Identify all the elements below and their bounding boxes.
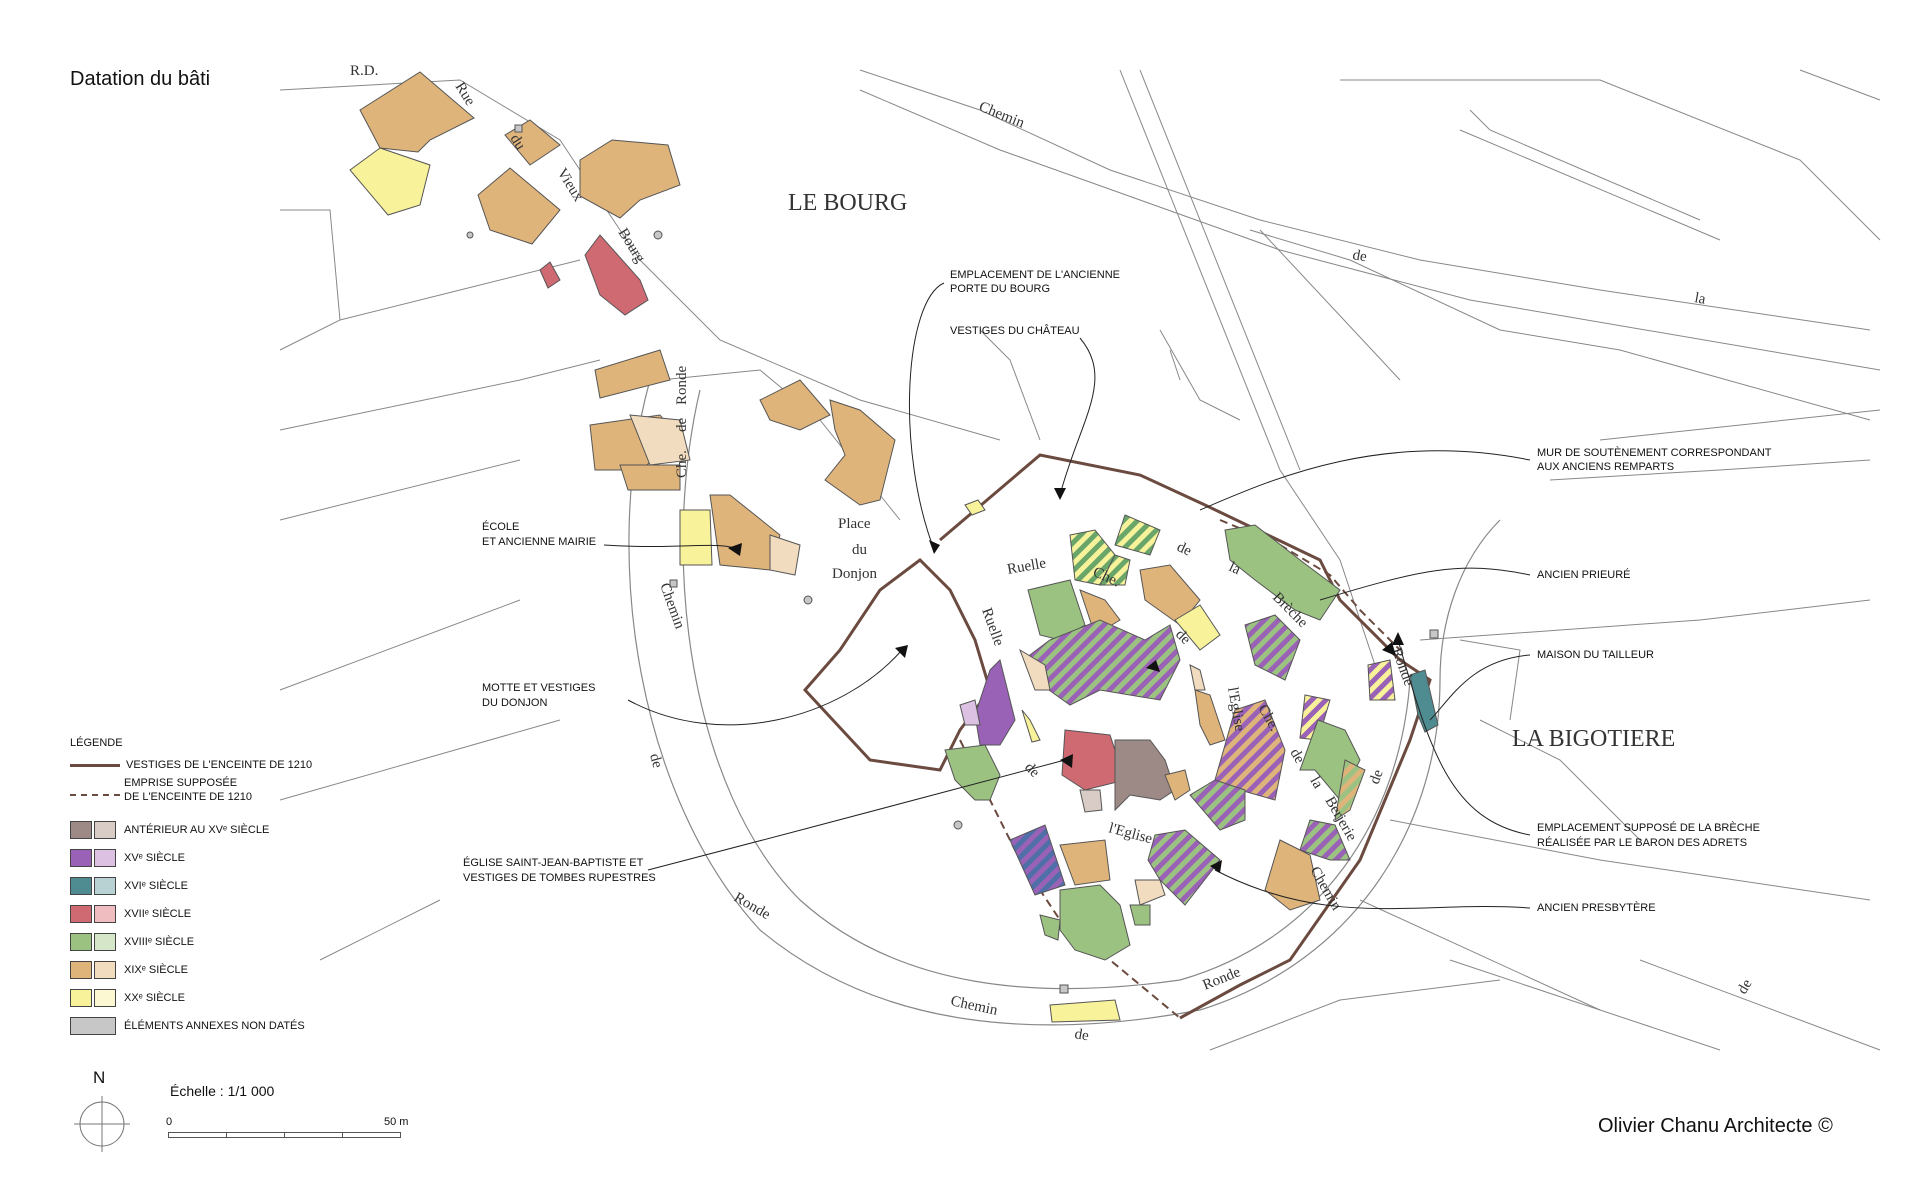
svg-text:ÉGLISE SAINT-JEAN-BAPTISTE ET: ÉGLISE SAINT-JEAN-BAPTISTE ET bbox=[463, 856, 644, 869]
svg-text:R.D.: R.D. bbox=[350, 63, 378, 79]
leader-lines bbox=[603, 282, 1531, 910]
svg-text:de: de bbox=[1073, 1026, 1090, 1044]
svg-text:ET ANCIENNE MAIRIE: ET ANCIENNE MAIRIE bbox=[482, 536, 596, 548]
legend-swatch-dark bbox=[70, 849, 92, 867]
legend-item: XXᵉ SIÈCLE bbox=[70, 988, 185, 1008]
svg-text:PORTE DU BOURG: PORTE DU BOURG bbox=[950, 283, 1050, 295]
legend-item-label: XXᵉ SIÈCLE bbox=[124, 992, 185, 1004]
svg-text:de: de bbox=[1367, 767, 1387, 786]
svg-text:DU DONJON: DU DONJON bbox=[482, 697, 547, 709]
svg-text:MAISON DU TAILLEUR: MAISON DU TAILLEUR bbox=[1537, 649, 1654, 661]
legend-swatch-light bbox=[94, 849, 116, 867]
legend-swatch-light bbox=[94, 961, 116, 979]
legend-item-label: ANTÉRIEUR AU XVᵉ SIÈCLE bbox=[124, 824, 270, 836]
svg-text:de: de bbox=[674, 418, 690, 433]
svg-text:MUR DE SOUTÈNEMENT CORRESPONDA: MUR DE SOUTÈNEMENT CORRESPONDANT bbox=[1537, 446, 1772, 459]
svg-text:ÉCOLE: ÉCOLE bbox=[482, 520, 519, 533]
legend-swatch-light bbox=[94, 877, 116, 895]
svg-text:ANCIEN PRIEURÉ: ANCIEN PRIEURÉ bbox=[1537, 568, 1631, 581]
svg-text:Ronde: Ronde bbox=[731, 890, 773, 924]
svg-text:Ruelle: Ruelle bbox=[1006, 555, 1048, 578]
svg-text:Ronde: Ronde bbox=[1201, 964, 1244, 994]
legend-swatch-light bbox=[94, 933, 116, 951]
scale-end: 50 m bbox=[384, 1116, 409, 1128]
svg-text:du: du bbox=[852, 542, 868, 558]
legend-title: LÉGENDE bbox=[70, 737, 123, 749]
svg-text:VESTIGES DE TOMBES RUPESTRES: VESTIGES DE TOMBES RUPESTRES bbox=[463, 872, 656, 884]
legend-enceinte-label: VESTIGES DE L'ENCEINTE DE 1210 bbox=[126, 759, 313, 771]
svg-text:ANCIEN PRESBYTÈRE: ANCIEN PRESBYTÈRE bbox=[1537, 901, 1656, 914]
svg-text:de: de bbox=[1174, 539, 1194, 560]
legend-item: XIXᵉ SIÈCLE bbox=[70, 960, 188, 980]
legend-swatch-dark bbox=[70, 821, 92, 839]
legend-swatch-grey bbox=[70, 1017, 116, 1035]
place-la-bigotiere: LA BIGOTIERE bbox=[1512, 726, 1675, 752]
north-arrow-icon bbox=[74, 1096, 130, 1152]
svg-text:Ruelle: Ruelle bbox=[978, 606, 1007, 649]
svg-text:Donjon: Donjon bbox=[832, 566, 878, 582]
svg-text:VESTIGES DU CHÂTEAU: VESTIGES DU CHÂTEAU bbox=[950, 324, 1080, 337]
svg-text:EMPLACEMENT DE L'ANCIENNE: EMPLACEMENT DE L'ANCIENNE bbox=[950, 269, 1120, 281]
legend-item: ANTÉRIEUR AU XVᵉ SIÈCLE bbox=[70, 820, 269, 840]
legend-item-label: XIXᵉ SIÈCLE bbox=[124, 964, 189, 976]
legend-item-non-dates: ÉLÉMENTS ANNEXES NON DATÉS bbox=[70, 1016, 305, 1036]
legend-emprise-label-2: DE L'ENCEINTE DE 1210 bbox=[124, 791, 253, 803]
legend-item-label: ÉLÉMENTS ANNEXES NON DATÉS bbox=[124, 1020, 305, 1032]
scale-start: 0 bbox=[166, 1116, 173, 1128]
legend-swatch-dark bbox=[70, 961, 92, 979]
legend-swatch-dark bbox=[70, 989, 92, 1007]
legend-item: XVIIIᵉ SIÈCLE bbox=[70, 932, 194, 952]
ring-road bbox=[628, 379, 1501, 1026]
street-names: R.D. Rue du Vieux Bourg Che. de Ronde Pl… bbox=[350, 63, 1756, 1044]
svg-text:MOTTE ET VESTIGES: MOTTE ET VESTIGES bbox=[482, 682, 595, 694]
svg-text:de: de bbox=[1735, 976, 1756, 997]
legend-swatch-dark bbox=[70, 933, 92, 951]
legend-dashed-line bbox=[70, 794, 120, 796]
annotations: EMPLACEMENT DE L'ANCIENNE PORTE DU BOURG… bbox=[463, 269, 1772, 914]
svg-text:Chemin: Chemin bbox=[949, 993, 999, 1019]
svg-text:EMPLACEMENT SUPPOSÉ DE LA BRÈC: EMPLACEMENT SUPPOSÉ DE LA BRÈCHE bbox=[1537, 821, 1760, 834]
scale-label: Échelle : 1/1 000 bbox=[170, 1083, 275, 1099]
svg-text:la: la bbox=[1693, 290, 1707, 308]
svg-text:l'Eglise: l'Eglise bbox=[1224, 686, 1248, 733]
legend-item: XVIIᵉ SIÈCLE bbox=[70, 904, 191, 924]
legend-item-label: XVIIᵉ SIÈCLE bbox=[124, 908, 192, 920]
svg-text:Ronde: Ronde bbox=[674, 365, 690, 405]
legend-emprise bbox=[70, 785, 126, 805]
enceinte-1210 bbox=[939, 453, 1432, 1020]
legend-enceinte: VESTIGES DE L'ENCEINTE DE 1210 bbox=[70, 755, 312, 775]
svg-text:l'Eglise: l'Eglise bbox=[1107, 820, 1154, 847]
legend-item-label: XVIᵉ SIÈCLE bbox=[124, 880, 189, 892]
svg-text:Chemin: Chemin bbox=[977, 99, 1027, 132]
map-title: Datation du bâti bbox=[70, 68, 211, 90]
legend-swatch-light bbox=[94, 821, 116, 839]
enceinte-donjon bbox=[802, 558, 992, 772]
legend-item: XVᵉ SIÈCLE bbox=[70, 848, 185, 868]
legend-swatch-light bbox=[94, 989, 116, 1007]
svg-text:AUX ANCIENS REMPARTS: AUX ANCIENS REMPARTS bbox=[1537, 461, 1674, 473]
legend-item: XVIᵉ SIÈCLE bbox=[70, 876, 188, 896]
credit: Olivier Chanu Architecte © bbox=[1598, 1115, 1833, 1137]
svg-text:de: de bbox=[646, 752, 665, 770]
svg-text:Place: Place bbox=[838, 516, 871, 532]
legend-swatch-dark bbox=[70, 877, 92, 895]
place-le-bourg: LE BOURG bbox=[788, 190, 907, 216]
leader-arrows bbox=[728, 488, 1404, 873]
svg-text:de: de bbox=[1351, 247, 1368, 265]
svg-text:RÉALISÉE PAR LE BARON DES ADRE: RÉALISÉE PAR LE BARON DES ADRETS bbox=[1537, 836, 1747, 849]
svg-text:Che.: Che. bbox=[674, 450, 690, 478]
scale-bar bbox=[168, 1132, 401, 1138]
legend-swatch-light bbox=[94, 905, 116, 923]
legend-item-label: XVᵉ SIÈCLE bbox=[124, 852, 185, 864]
legend-emprise-label-1: EMPRISE SUPPOSÉE bbox=[124, 777, 238, 789]
markers bbox=[466, 230, 963, 830]
svg-text:Chemin: Chemin bbox=[656, 581, 687, 632]
north-label: N bbox=[93, 1068, 106, 1087]
buildings bbox=[349, 71, 1439, 1023]
legend-item-label: XVIIIᵉ SIÈCLE bbox=[124, 936, 195, 948]
legend-solid-line bbox=[70, 763, 120, 767]
legend-swatch-dark bbox=[70, 905, 92, 923]
